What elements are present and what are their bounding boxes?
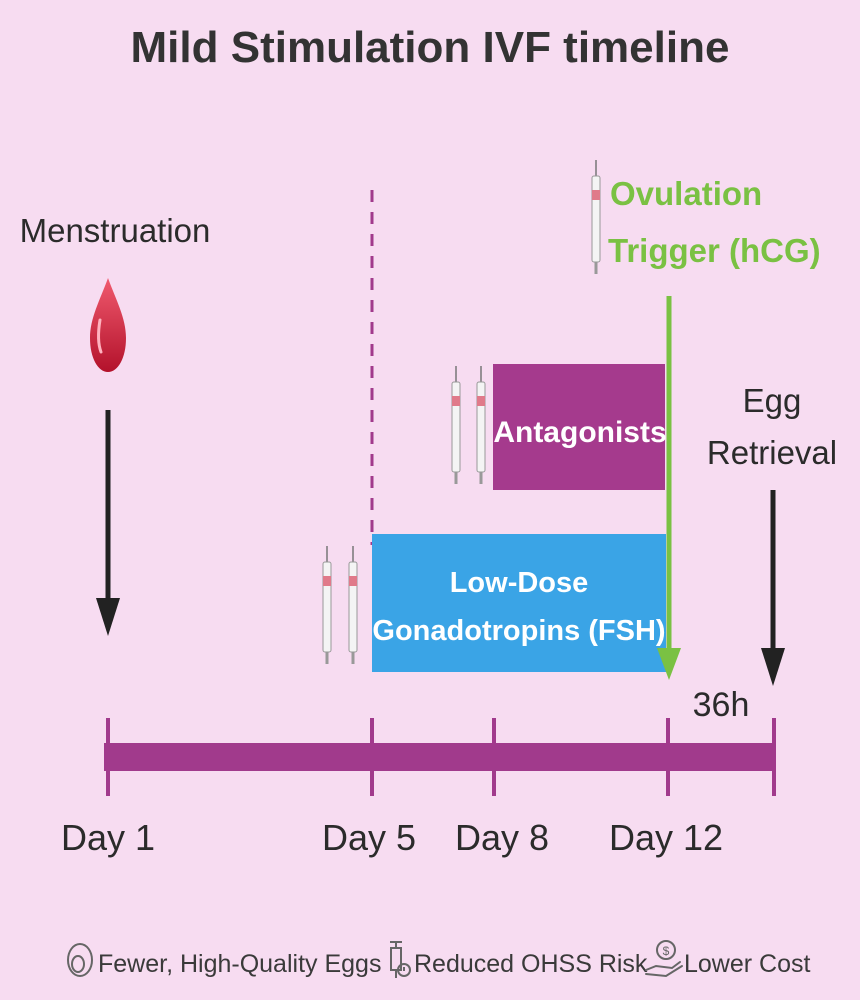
trigger-arrow [657,296,681,680]
timeline-bar [104,743,776,771]
syringe-warning-icon [390,941,411,978]
antagonists-bar [493,364,665,490]
syringe-icon [451,366,461,484]
eggs-icon [67,943,93,977]
money-hand-icon: $ [645,940,683,978]
benefit-label: Reduced OHSS Risk [414,950,648,978]
retrieval-arrow [761,490,785,686]
day-label: Day 1 [61,817,155,858]
trigger-label-line1: Ovulation [610,175,762,212]
retrieval-label-line1: Egg [743,382,802,419]
menstruation-arrow [96,410,120,636]
syringe-icon [322,546,332,664]
svg-text:$: $ [663,944,670,958]
day-label: Day 5 [322,817,416,858]
interval-label: 36h [693,686,750,724]
blood-drop-highlight [97,318,103,354]
benefit-label: Fewer, High-Quality Eggs [98,950,381,978]
gonadotropins-bar [372,534,666,672]
menstruation-label: Menstruation [20,212,211,249]
retrieval-label-line2: Retrieval [707,434,837,471]
blood-drop-icon [90,278,126,372]
day-label: Day 12 [609,817,723,858]
syringe-icon [476,366,486,484]
syringe-icon [348,546,358,664]
antagonists-label: Antagonists [493,416,666,449]
benefit-label: Lower Cost [684,950,810,978]
gonadotropins-label-line2: Gonadotropins (FSH) [372,615,665,647]
trigger-label-line2: Trigger (hCG) [608,232,821,269]
day-label: Day 8 [455,817,549,858]
page-title: Mild Stimulation IVF timeline [131,23,730,72]
gonadotropins-label-line1: Low-Dose [450,567,589,599]
syringe-icon [591,160,601,274]
